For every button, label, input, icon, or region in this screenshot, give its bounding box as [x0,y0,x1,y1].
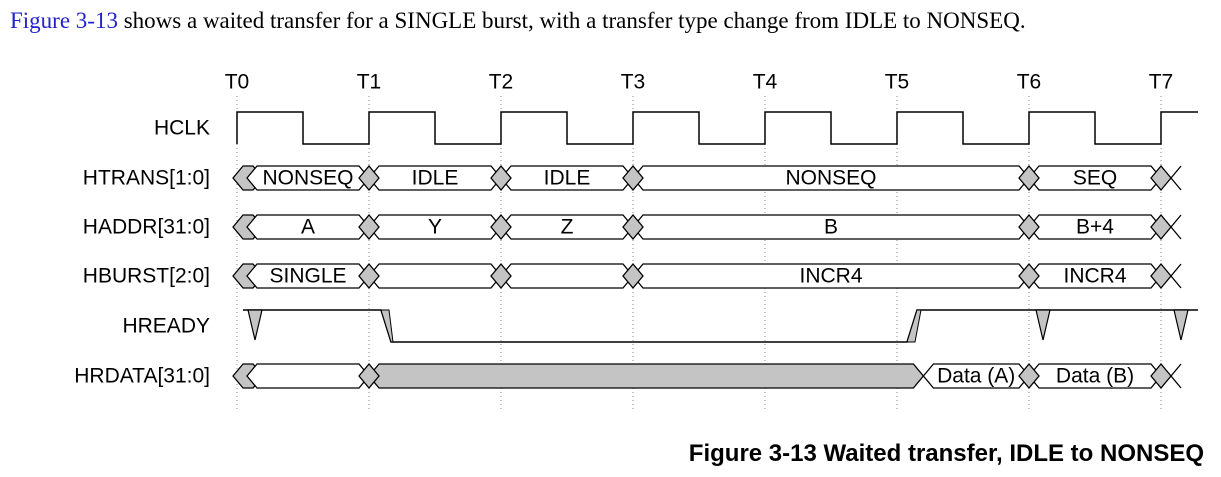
clock-edge-label-t3: T3 [621,71,646,94]
haddr-crossing-1 [358,213,380,241]
hready-fall-edge [380,309,394,343]
hburst-crossing-2 [490,262,512,290]
haddr-crossing-4 [1018,213,1040,241]
hready-rise-edge [906,309,922,343]
clock-edge-label-t7: T7 [1149,71,1174,94]
hrdata-segment-0 [246,363,370,389]
clock-edge-label-t0: T0 [225,71,250,94]
hburst-tail-stub [1170,263,1182,289]
clock-edge-label-t2: T2 [489,71,514,94]
signal-label-htrans-1-0: HTRANS[1:0] [83,167,210,190]
signal-label-haddr-31-0: HADDR[31:0] [83,216,210,239]
hready-pulse-t6 [1035,309,1051,341]
hburst-crossing-1 [358,262,380,290]
htrans-crossing-4 [1018,164,1040,192]
clock-edge-label-t1: T1 [357,71,382,94]
haddr-crossing-2 [490,213,512,241]
hburst-crossing-4 [1018,262,1040,290]
haddr-value-z: Z [561,216,574,239]
haddr-tail-stub [1170,214,1182,240]
intro-sentence: Figure 3-13 shows a waited transfer for … [10,8,1026,34]
htrans-crossing-2 [490,164,512,192]
htrans-value-idle: IDLE [544,167,591,190]
hclk-waveform [236,111,1198,145]
hrdata-crossing-t1 [358,362,380,390]
hready-pulse-t0 [247,309,263,341]
haddr-value-b: B [824,216,838,239]
hrdata-tail-stub [1170,363,1182,389]
signal-label-hready: HREADY [122,315,210,338]
htrans-value-seq: SEQ [1073,167,1117,190]
htrans-tail-stub [1170,165,1182,191]
htrans-crossing-1 [358,164,380,192]
clock-edge-label-t4: T4 [753,71,778,94]
hburst-crossing-3 [622,262,644,290]
htrans-value-nonseq: NONSEQ [785,167,876,190]
hready-waveform [243,309,1198,343]
htrans-value-idle: IDLE [412,167,459,190]
haddr-value-y: Y [428,216,442,239]
hburst-value-incr4: INCR4 [799,265,862,288]
haddr-crossing-3 [622,213,644,241]
clock-edge-label-t5: T5 [885,71,910,94]
clock-edge-label-t6: T6 [1017,71,1042,94]
htrans-crossing-3 [622,164,644,192]
hburst-segment-1 [368,263,502,289]
figure-caption: Figure 3-13 Waited transfer, IDLE to NON… [688,440,1204,467]
haddr-value-a: A [301,216,315,239]
figure-reference-link[interactable]: Figure 3-13 [10,8,118,33]
hrdata-value-data-a-: Data (A) [937,365,1015,388]
hrdata-segment-1 [368,363,925,389]
signal-label-hclk: HCLK [154,117,210,140]
signal-label-hrdata-31-0: HRDATA[31:0] [74,365,210,388]
hburst-segment-2 [500,263,634,289]
hburst-value-single: SINGLE [269,265,346,288]
haddr-value-b-4: B+4 [1076,216,1114,239]
hburst-value-incr4: INCR4 [1063,265,1126,288]
intro-text: shows a waited transfer for a SINGLE bur… [117,8,1026,33]
hrdata-value-data-b-: Data (B) [1056,365,1134,388]
hrdata-crossing-t6 [1018,362,1040,390]
hready-pulse-t7 [1173,309,1189,341]
signal-label-hburst-2-0: HBURST[2:0] [83,265,210,288]
htrans-value-nonseq: NONSEQ [262,167,353,190]
